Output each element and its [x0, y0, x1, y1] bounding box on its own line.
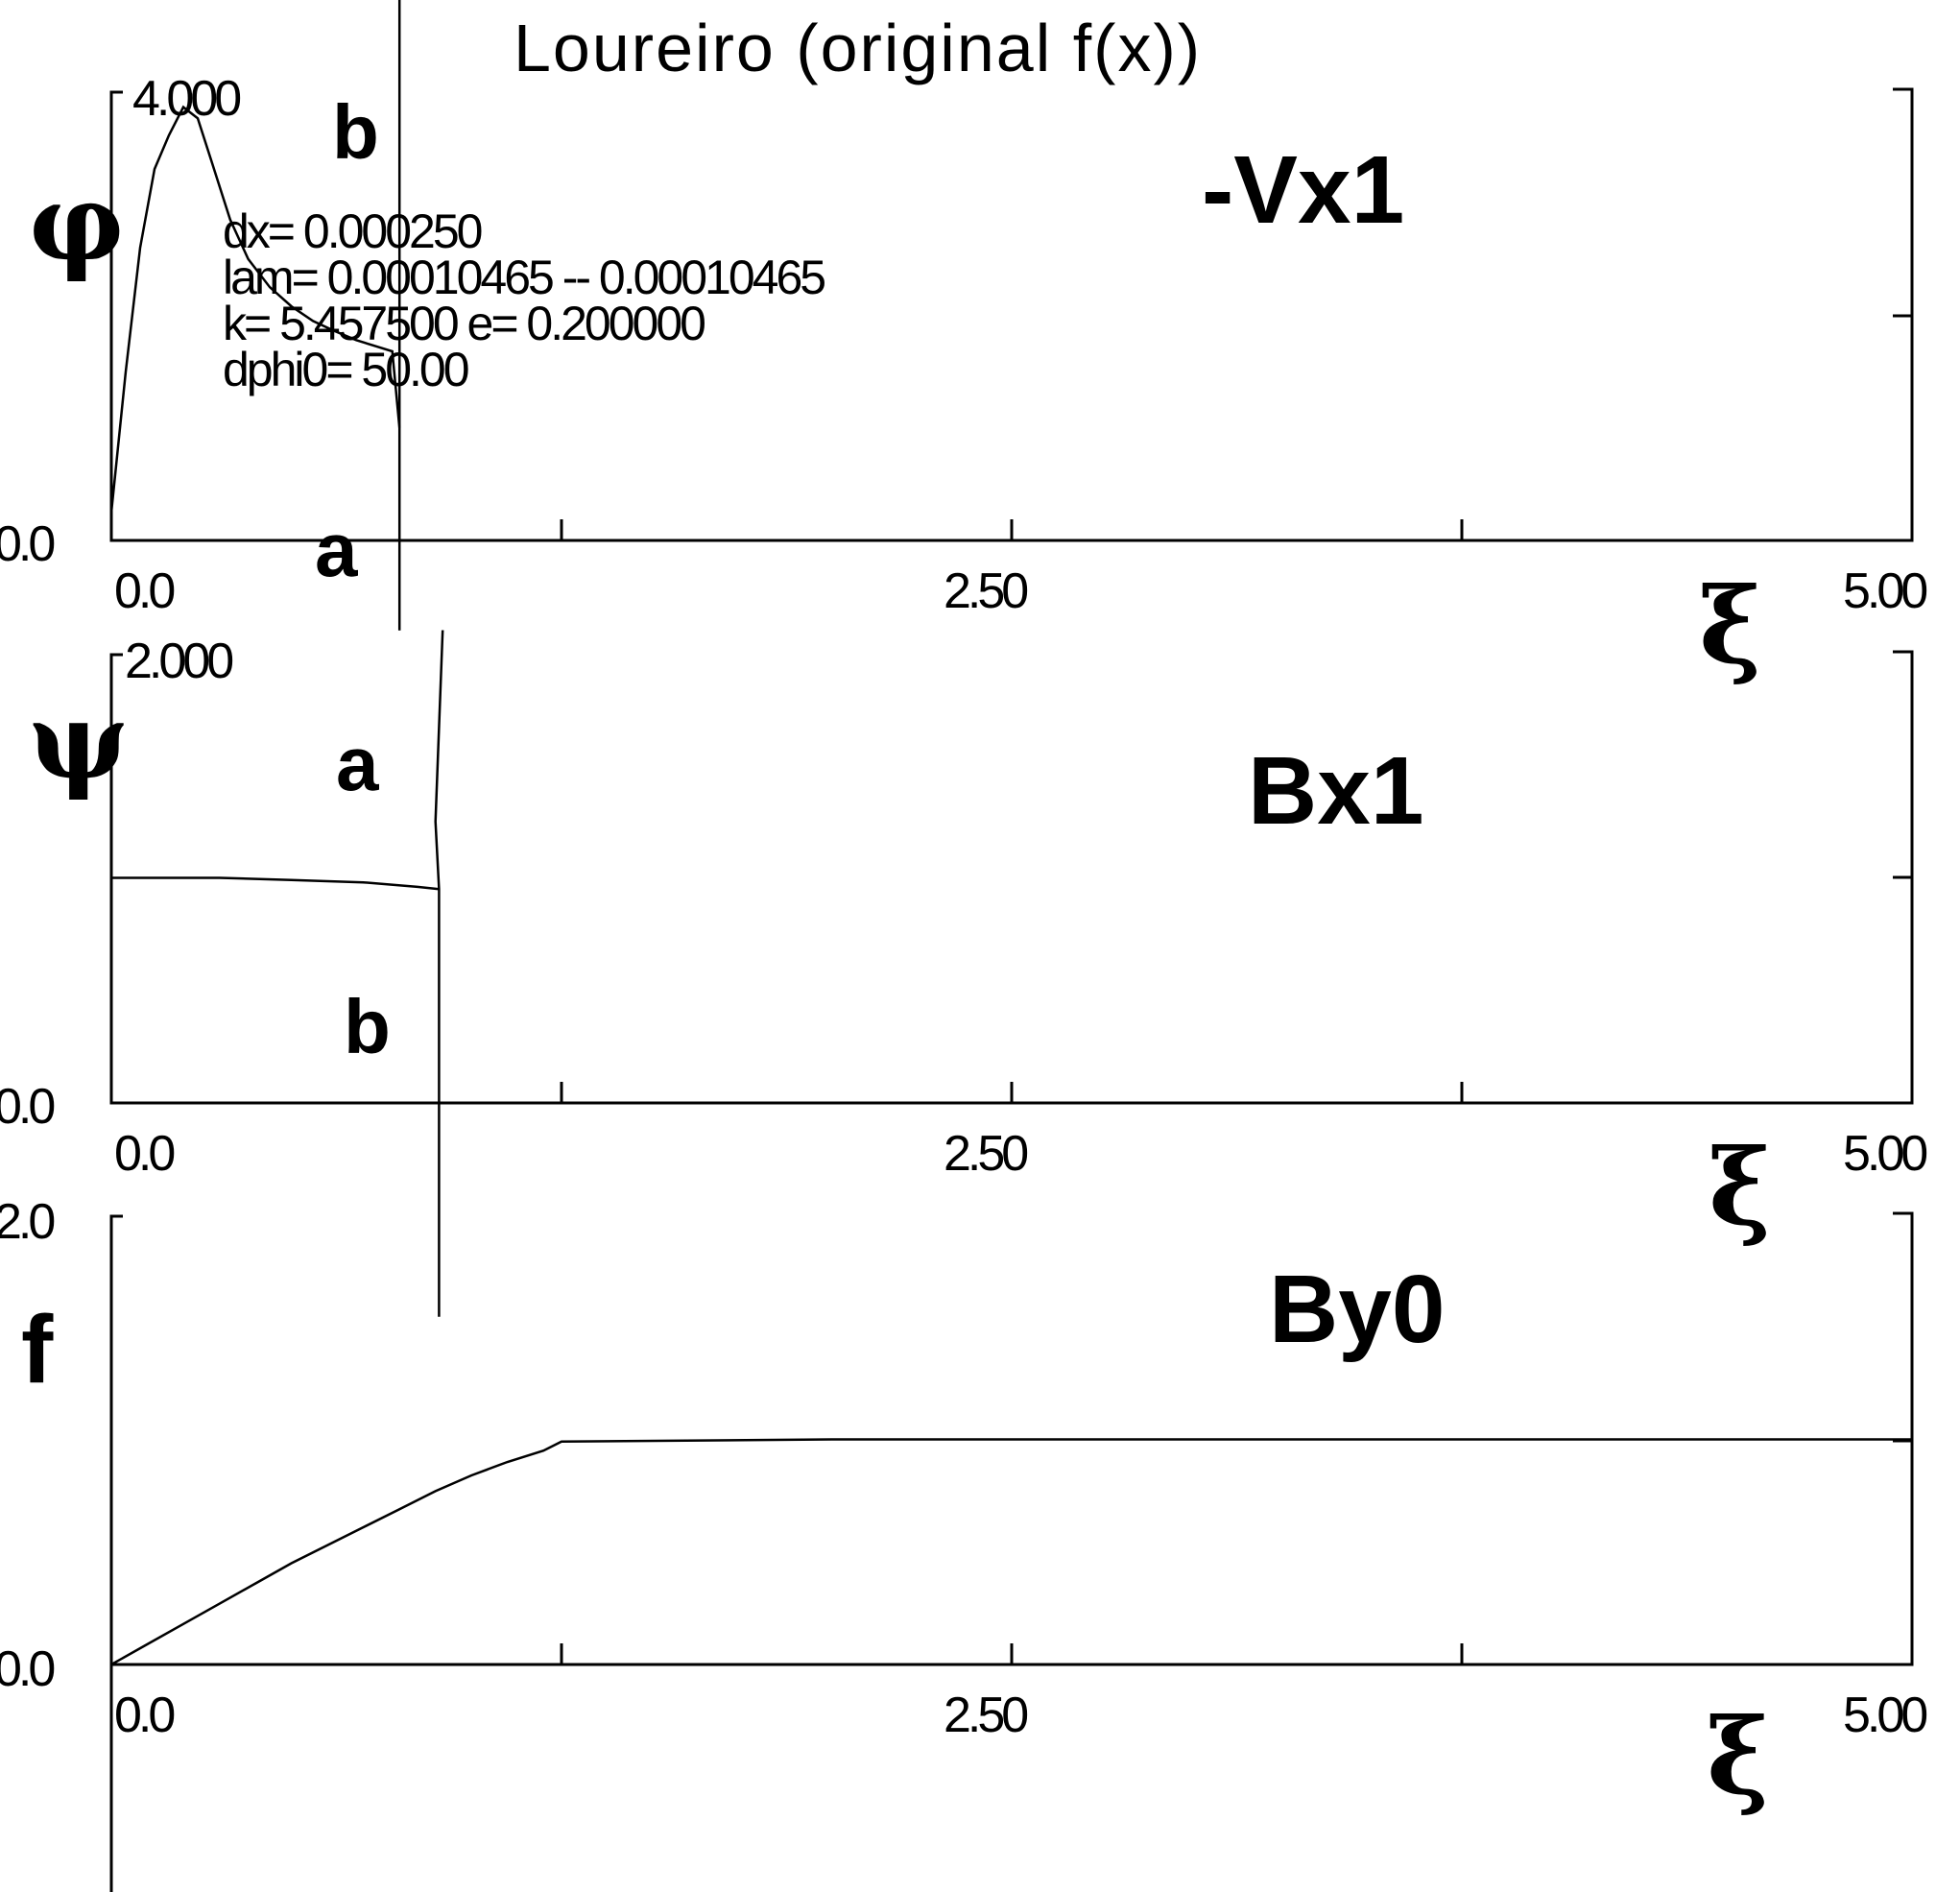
panel-middle-xtick-1: 2.50	[944, 1126, 1027, 1182]
panel-bottom-ytick-max: 2.0	[0, 1194, 54, 1250]
panel-middle-title: Bx1	[1248, 737, 1423, 845]
param-k-e: k= 5.457500 e= 0.200000	[223, 297, 705, 350]
panel-middle: 0.0 2.000 0.0 2.50 5.00 ψ ξ Bx1 a b	[0, 630, 1930, 1317]
panel-top-ticks	[560, 314, 1912, 540]
panel-middle-xlabel: ξ	[1709, 1125, 1771, 1249]
panel-middle-xtick-0: 0.0	[114, 1126, 174, 1182]
panel-middle-marker-b: b	[344, 984, 391, 1069]
panel-top-title: -Vx1	[1202, 136, 1404, 244]
panel-top-ytick-max: 4.000	[132, 71, 240, 127]
panel-bottom-series-curve	[110, 1438, 1912, 1666]
panel-top-marker-a: a	[315, 507, 358, 592]
panel-bottom-ylabel: f	[21, 1296, 54, 1403]
panel-middle-series-vertical	[434, 630, 444, 1317]
param-lam: lam= 0.00010465 -- 0.00010465	[223, 251, 825, 304]
panel-middle-marker-a: a	[336, 721, 379, 806]
panel-bottom-xtick-2: 5.00	[1843, 1688, 1926, 1743]
main-title: Loureiro (original f(x))	[514, 11, 1202, 85]
panel-bottom-xtick-0: 0.0	[114, 1688, 174, 1743]
panel-middle-series-curve	[111, 876, 440, 891]
panel-middle-ticks	[560, 875, 1912, 1103]
param-dphi0: dphi0= 50.00	[223, 343, 468, 396]
param-dx: dx= 0.000250	[223, 204, 482, 258]
panel-top-ylabel: φ	[29, 160, 125, 284]
panel-top-marker-b: b	[332, 89, 379, 175]
panel-bottom-title: By0	[1269, 1256, 1445, 1363]
panel-middle-xtick-2: 5.00	[1843, 1126, 1926, 1182]
panel-top-xtick-1: 2.50	[944, 563, 1027, 619]
panel-bottom-xtick-1: 2.50	[944, 1688, 1027, 1743]
panel-top-xtick-0: 0.0	[114, 563, 174, 619]
panel-bottom-ytick-min: 0.0	[0, 1641, 54, 1697]
panel-middle-ylabel: ψ	[29, 679, 129, 802]
panel-top-xlabel: ξ	[1699, 563, 1761, 687]
panel-bottom-frame	[109, 1211, 1914, 1892]
panel-bottom-ticks	[560, 1439, 1912, 1664]
panel-bottom: 0.0 2.0 0.0 2.50 5.00 f ξ By0	[0, 1194, 1930, 1892]
panel-bottom-xlabel: ξ	[1707, 1694, 1769, 1818]
panel-top-series-curve	[109, 105, 401, 513]
panel-top-ytick-min: 0.0	[0, 516, 54, 572]
panel-middle-ytick-min: 0.0	[0, 1079, 54, 1135]
panel-top-xtick-2: 5.00	[1843, 563, 1926, 619]
panel-middle-ytick-max: 2.000	[125, 634, 232, 689]
panel-top: 0.0 4.000 0.0 2.50 5.00 φ ξ -Vx1 b a	[0, 0, 1930, 687]
